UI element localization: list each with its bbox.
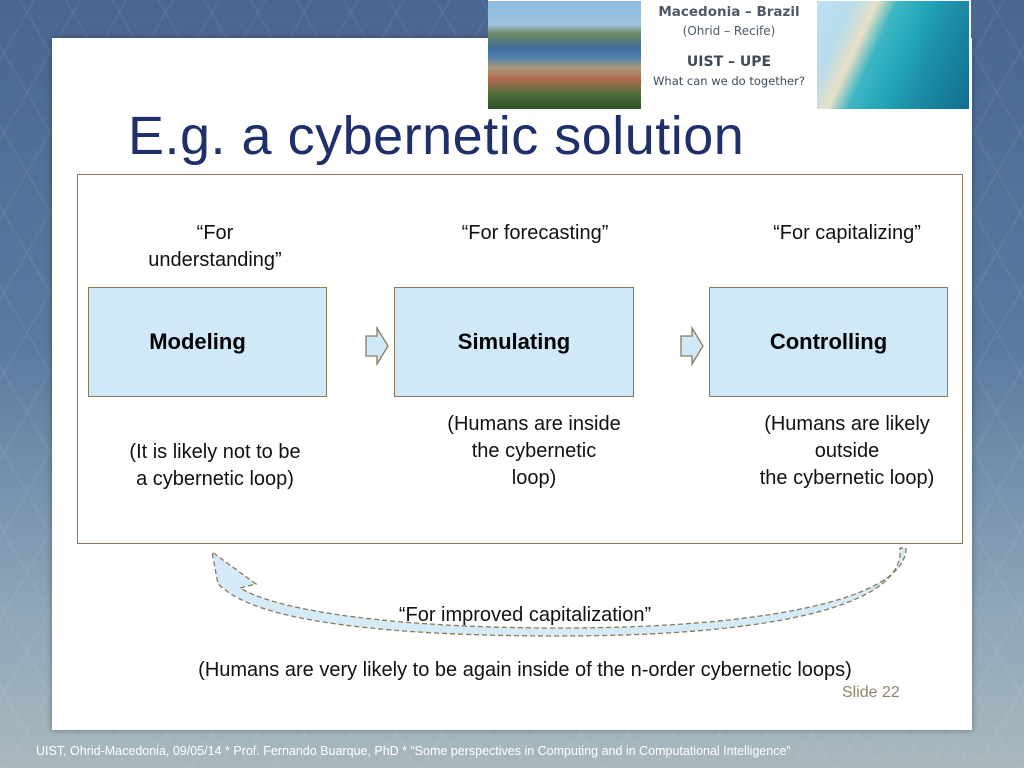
ohrid-photo xyxy=(488,1,641,109)
banner-title: Macedonia – Brazil xyxy=(658,4,800,20)
slide-title: E.g. a cybernetic solution xyxy=(128,106,745,166)
header-banner: Macedonia – Brazil (Ohrid – Recife) UIST… xyxy=(488,0,971,110)
note-line: (It is likely not to be xyxy=(129,441,301,463)
note-line: the cybernetic xyxy=(471,440,597,462)
feedback-loop-arrow xyxy=(211,547,907,637)
caption-line: “For xyxy=(196,222,234,244)
note-line: loop) xyxy=(511,467,557,489)
diagram-frame xyxy=(77,174,963,544)
right-arrow-icon xyxy=(680,326,704,366)
slide-number: Slide 22 xyxy=(842,684,900,701)
footer-text: UIST, Ohrid-Macedonia, 09/05/14 * Prof. … xyxy=(36,744,791,758)
box-label: Modeling xyxy=(149,329,246,354)
recife-photo xyxy=(817,1,969,109)
caption-forecasting: “For forecasting” xyxy=(415,220,655,247)
right-arrow-icon xyxy=(365,326,389,366)
box-label: Simulating xyxy=(457,329,571,354)
banner-text: Macedonia – Brazil (Ohrid – Recife) UIST… xyxy=(641,0,817,110)
note-simulating: (Humans are inside the cybernetic loop) xyxy=(414,411,654,492)
loop-caption: “For improved capitalization” xyxy=(398,604,652,626)
caption-understanding: “For understanding” xyxy=(110,220,320,274)
caption-line: “For forecasting” xyxy=(461,222,609,244)
caption-capitalizing: “For capitalizing” xyxy=(727,220,967,247)
note-line: outside xyxy=(814,440,880,462)
note-line: (Humans are likely xyxy=(764,413,930,435)
bottom-note: (Humans are very likely to be again insi… xyxy=(198,659,852,681)
note-modeling: (It is likely not to be a cybernetic loo… xyxy=(100,439,330,493)
caption-line: understanding” xyxy=(148,249,282,271)
simulating-box: Simulating xyxy=(394,287,634,397)
caption-line: “For capitalizing” xyxy=(773,222,921,244)
banner-org: UIST – UPE xyxy=(686,54,772,70)
note-line: a cybernetic loop) xyxy=(136,468,294,490)
banner-question: What can we do together? xyxy=(653,74,805,88)
note-line: (Humans are inside xyxy=(447,413,621,435)
note-controlling: (Humans are likely outside the cyberneti… xyxy=(728,411,966,492)
controlling-box: Controlling xyxy=(709,287,948,397)
box-label: Controlling xyxy=(769,329,888,354)
modeling-box: Modeling xyxy=(88,287,327,397)
banner-subtitle: (Ohrid – Recife) xyxy=(682,24,776,38)
note-line: the cybernetic loop) xyxy=(759,467,935,489)
